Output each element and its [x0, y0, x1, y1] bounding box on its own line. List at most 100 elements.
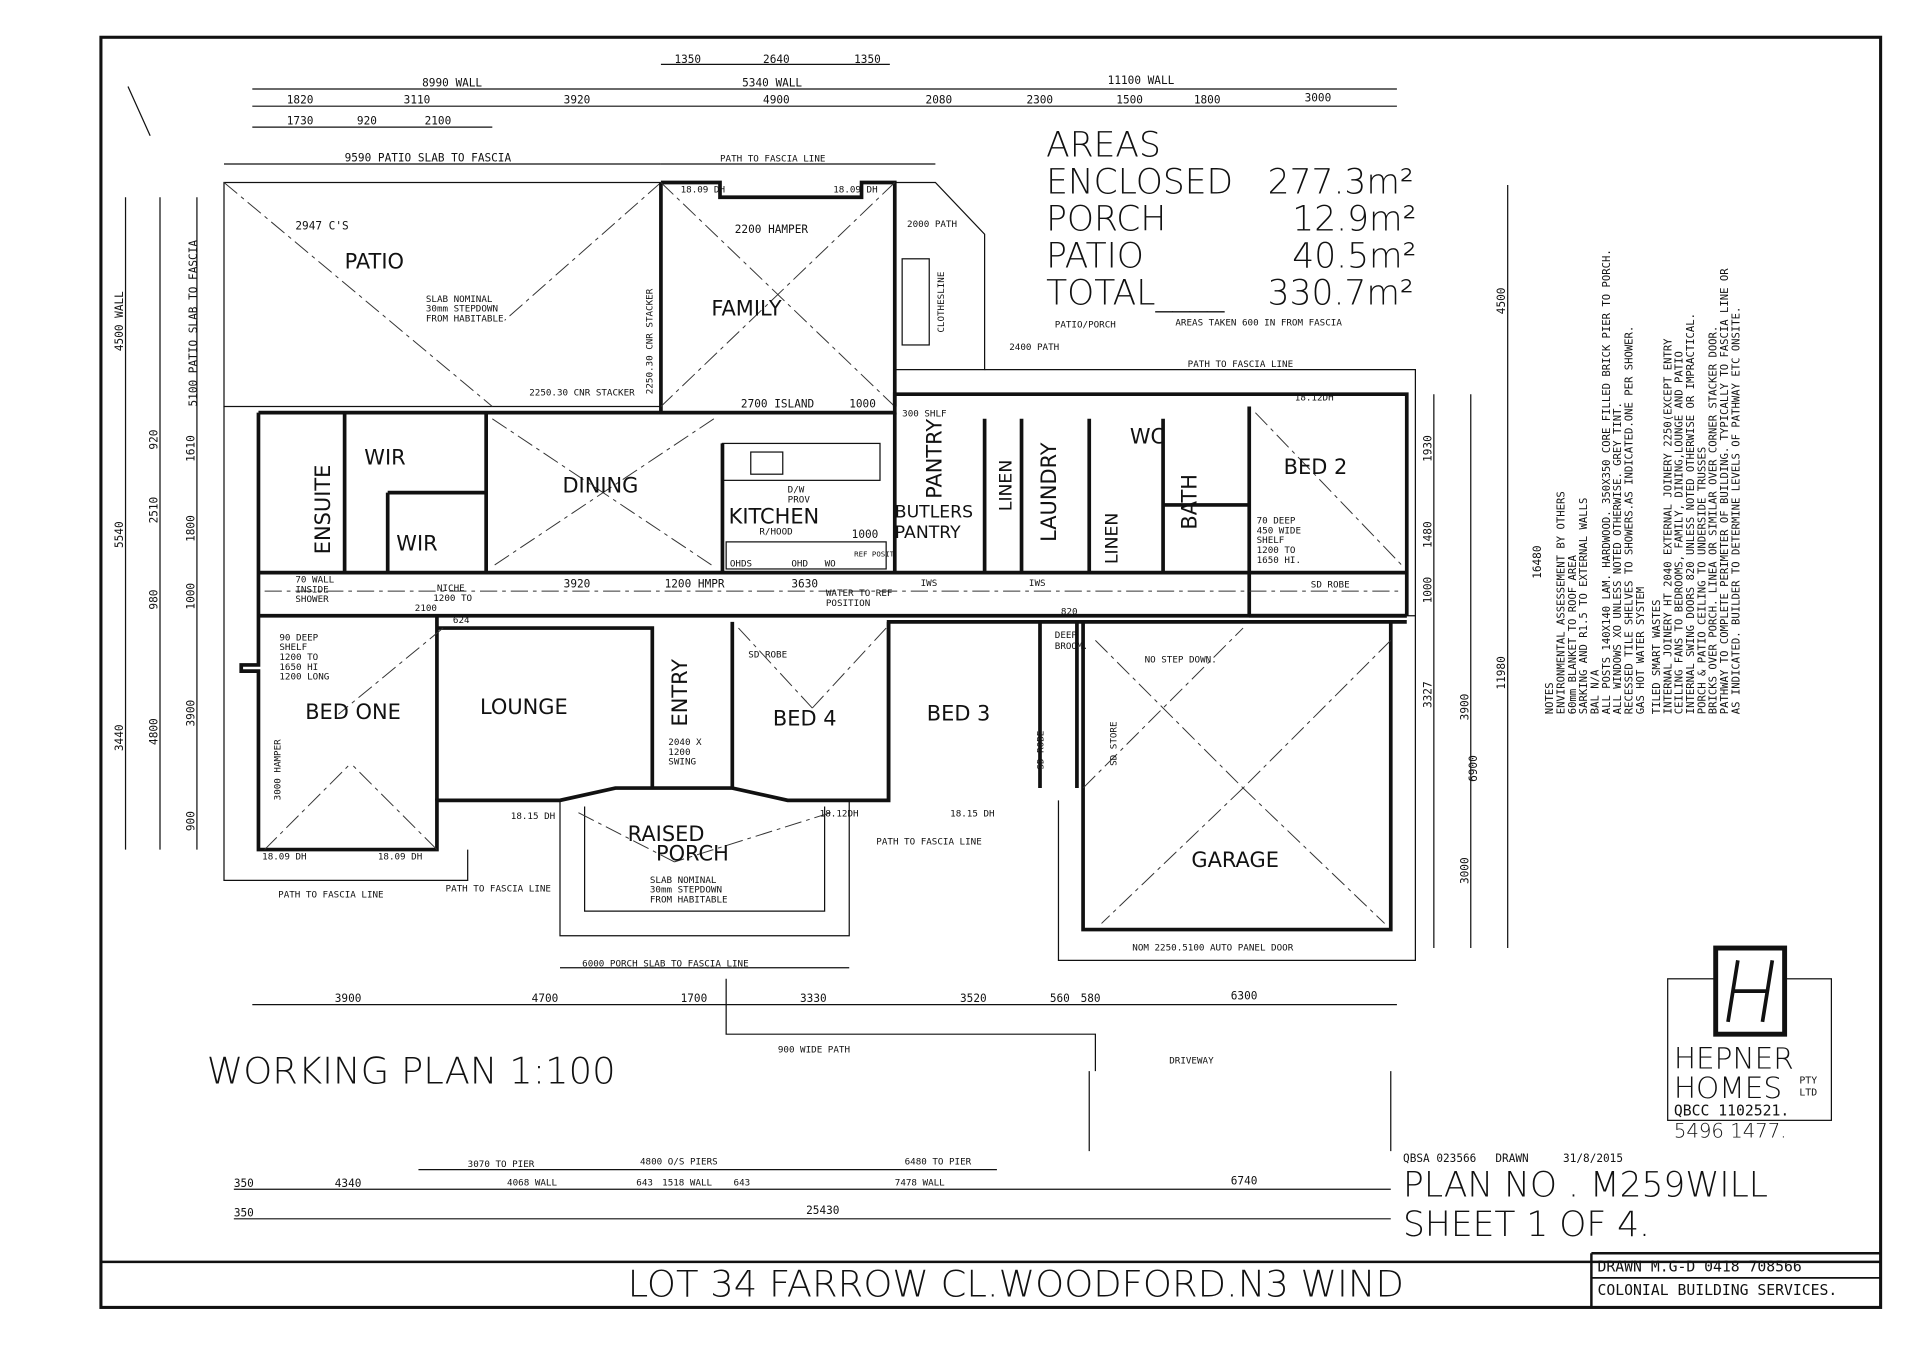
porch-note: 30mm STEPDOWN — [650, 885, 722, 896]
annotation: BROOM. — [1055, 641, 1088, 652]
annotation: WO — [825, 559, 837, 570]
area-value: 277.3m² — [1268, 163, 1414, 203]
hepner-homes-logo: HEPNER HOMES PTY LTD QBCC 1102521. 5496 … — [1667, 945, 1833, 1143]
dim-text: 3327 — [1421, 681, 1434, 708]
dim-text: 5340 WALL — [742, 76, 802, 89]
annotation: OHD — [791, 559, 808, 570]
bottom-dimensions: 3900 4700 1700 3330 3520 560 580 6300 30… — [234, 990, 1397, 1220]
note-line: INTERNAL SWING DOORS 820 UNLESS NOTED OT… — [1685, 313, 1697, 714]
room-patio: PATIO — [345, 250, 404, 274]
dim-text: 4500 WALL — [113, 291, 126, 351]
notes-heading: NOTES — [1544, 682, 1556, 714]
note-line: ENVIRONMENTAL ASSESSEMENT BY OTHERS — [1556, 491, 1568, 714]
area-label: PATIO — [1046, 236, 1144, 276]
dh-label: 18.12DH — [820, 808, 859, 819]
annotation: 2000 PATH — [907, 219, 957, 230]
areas-footnote: AREAS TAKEN 600 IN FROM FASCIA — [1175, 317, 1342, 328]
annotation: IWS — [1029, 578, 1046, 589]
note-line: SARKING AND R1.5 TO EXTERNAL WALLS — [1578, 498, 1590, 715]
dim-text: 4500 — [1495, 288, 1508, 315]
dim-text: 580 — [1081, 992, 1101, 1005]
annotation: 1200 HMPR — [665, 577, 725, 590]
dh-label: 18.15 DH — [511, 811, 555, 822]
dim-text: 1000 — [1421, 577, 1434, 604]
note-line: TILED SMART WASTES — [1651, 600, 1663, 715]
annotation: 2200 HAMPER — [735, 223, 809, 236]
annotation: 1200 — [668, 747, 690, 758]
dim-text: 560 — [1050, 992, 1070, 1005]
dim-text: 3330 — [800, 992, 827, 1005]
working-plan-title: WORKING PLAN 1:100 — [207, 1049, 616, 1092]
logo-text: 5496 1477. — [1674, 1120, 1787, 1143]
dim-text: 3440 — [113, 724, 126, 751]
sheet-number: SHEET 1 OF 4. — [1403, 1205, 1650, 1245]
annotation: 3920 — [564, 577, 591, 590]
room-ensuite: ENSUITE — [311, 465, 335, 555]
annotation: DEEP — [1055, 630, 1078, 641]
dim-text: 6480 TO PIER — [905, 1157, 972, 1168]
room-bed-3: BED 3 — [927, 701, 991, 725]
annotation: 3630 — [791, 577, 818, 590]
dim-text: 3000 — [1305, 91, 1332, 104]
annotation: INSIDE — [295, 584, 328, 595]
dh-label: 18.12DH — [1295, 392, 1334, 403]
dim-text: 11980 — [1495, 656, 1508, 689]
note-line: INTERNAL JOINERY HT 2040 EXTERNAL JOINER… — [1662, 338, 1674, 714]
room-pantry: PANTRY — [923, 419, 947, 499]
annotation: 2400 PATH — [1009, 342, 1059, 353]
annotation: 1200 TO — [1257, 545, 1296, 556]
annotation: 90 DEEP — [279, 632, 318, 643]
annotation: 1200 LONG — [279, 672, 329, 683]
room-wc: WC — [1130, 424, 1165, 448]
areas-heading: AREAS — [1046, 126, 1161, 166]
dim-text: 920 — [357, 115, 377, 128]
dim-text: 1800 — [184, 515, 197, 542]
logo-text: HOMES — [1674, 1071, 1782, 1105]
annotation: PATH TO FASCIA LINE — [278, 890, 383, 901]
area-label: ENCLOSED — [1046, 163, 1233, 203]
dim-text: 4800 O/S PIERS — [640, 1157, 718, 1168]
room-wir: WIR — [364, 445, 405, 469]
annotation: NO STEP DOWN. — [1145, 655, 1217, 666]
dim-text: 1480 — [1421, 521, 1434, 548]
note-line: ALL POSTS 140X140 LAM. HARDWOOD. 350X350… — [1601, 249, 1613, 714]
drawn-label: DRAWN — [1495, 1152, 1528, 1165]
dim-text: 350 — [234, 1177, 254, 1190]
annotation: 2040 X — [668, 737, 702, 748]
dim-text: 643 — [734, 1178, 751, 1189]
area-value: 40.5m² — [1292, 236, 1416, 276]
dh-label: 18.09 DH — [378, 851, 422, 862]
patio-note: SLAB NOMINAL — [426, 294, 493, 305]
annotation: NOM 2250.5100 AUTO PANEL DOOR — [1132, 942, 1293, 953]
dh-label: 18.15 DH — [950, 808, 994, 819]
note-line: RECESSED TILE SHELVES TO SHOWERS.AS INDI… — [1623, 326, 1635, 714]
annotation: 6000 PORCH SLAB TO FASCIA LINE — [582, 958, 749, 969]
building — [223, 180, 1416, 1152]
annotation: OHDS — [730, 559, 752, 570]
annotation: 2250.30 CNR STACKER — [529, 387, 635, 398]
annotation: SHOWER — [295, 594, 329, 605]
annotation: PATH TO FASCIA LINE — [876, 837, 981, 848]
company-name: COLONIAL BUILDING SERVICES. — [1598, 1282, 1838, 1299]
dim-text: 1350 — [854, 53, 881, 66]
room-kitchen: KITCHEN — [729, 504, 820, 528]
annotation: PROV — [788, 495, 811, 506]
room-garage: GARAGE — [1191, 848, 1279, 872]
dim-text: 3920 — [564, 94, 591, 107]
annotation: D/W — [788, 485, 805, 496]
dim-text: 1730 — [287, 115, 314, 128]
room-butlers-pantry: BUTLERS — [895, 502, 973, 522]
annotation: 1650 HI — [279, 662, 318, 673]
patio-slab-dim: 9590 PATIO SLAB TO FASCIA — [345, 152, 512, 165]
dim-text: 3070 TO PIER — [468, 1159, 535, 1170]
annotation: 1200 TO — [433, 593, 472, 604]
note-line: ALL WINDOWS XO UNLESS NOTED OTHERWISE. G… — [1612, 402, 1624, 714]
area-label: PORCH — [1046, 200, 1166, 240]
annotation: SD STORE — [1108, 721, 1119, 765]
dim-text: 1000 — [184, 583, 197, 610]
dim-text: 4340 — [335, 1177, 362, 1190]
annotation: WATER TO REF — [826, 588, 893, 599]
dim-text: 4068 WALL — [507, 1178, 557, 1189]
dh-label: 18.09 DH — [681, 184, 725, 195]
